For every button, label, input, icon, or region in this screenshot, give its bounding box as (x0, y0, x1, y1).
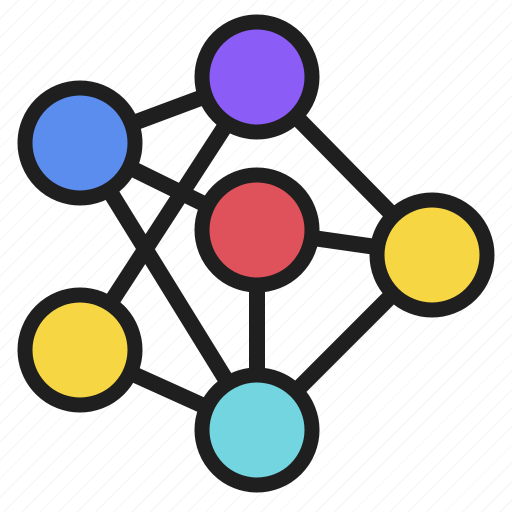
node-yellow-right (369, 192, 495, 318)
node-purple (194, 14, 320, 140)
node-yellow-left (17, 287, 143, 413)
node-red (194, 167, 320, 293)
nodes (17, 14, 495, 493)
node-cyan (194, 367, 320, 493)
node-blue (17, 80, 143, 206)
